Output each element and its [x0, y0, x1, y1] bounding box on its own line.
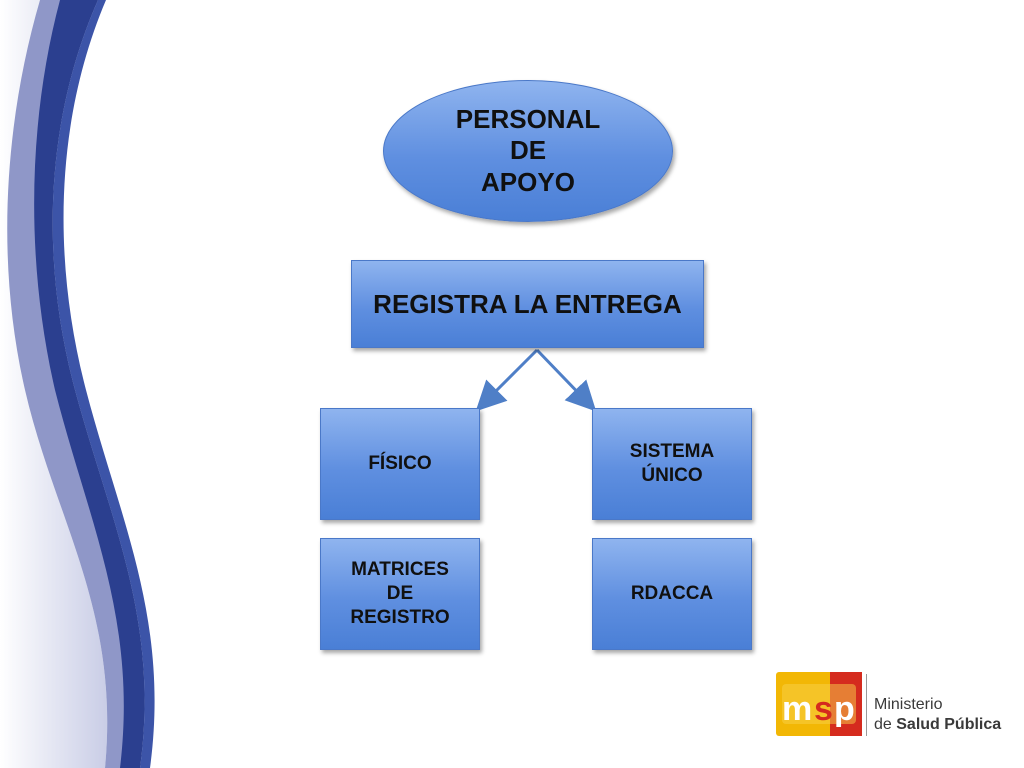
arrow-to-fisico	[475, 348, 539, 412]
node-fisico: FÍSICO	[320, 408, 480, 520]
msp-logo: m s p Ministerio de Salud Pública	[776, 668, 1016, 744]
msp-logo-mark: m s p	[776, 672, 862, 736]
logo-text-salud-publica: de Salud Pública	[874, 716, 1002, 733]
decorative-swoosh	[0, 0, 155, 768]
logo-separator	[866, 674, 867, 736]
svg-text:p: p	[834, 690, 855, 728]
node-rdacca: RDACCA	[592, 538, 752, 650]
svg-text:s: s	[814, 690, 833, 728]
arrow-to-sistema	[535, 348, 597, 412]
logo-text-ministerio: Ministerio	[874, 696, 943, 713]
node-sistema-unico: SISTEMA ÚNICO	[592, 408, 752, 520]
node-matrices-de-registro: MATRICES DE REGISTRO	[320, 538, 480, 650]
node-registra-la-entrega: REGISTRA LA ENTREGA	[351, 260, 704, 348]
svg-text:m: m	[782, 690, 812, 728]
node-personal-de-apoyo: PERSONAL DE APOYO	[383, 80, 673, 222]
